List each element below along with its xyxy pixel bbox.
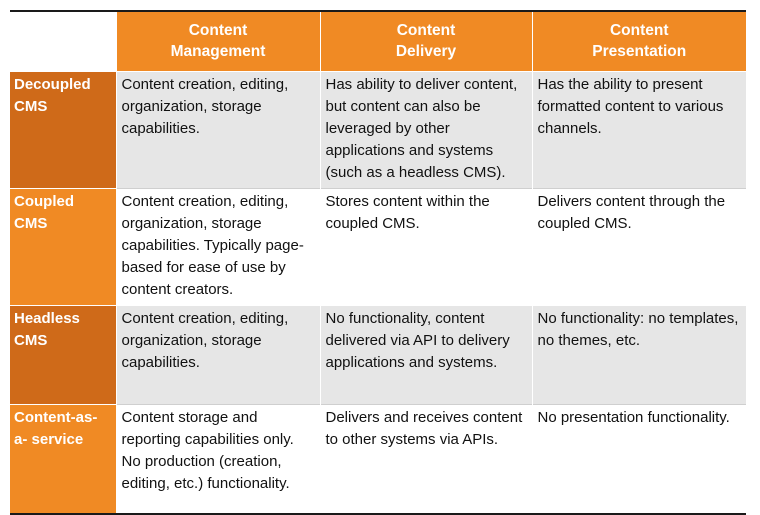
cell-presentation: Has the ability to present formatted con… <box>532 70 746 188</box>
column-header-line: Content <box>396 22 456 40</box>
column-header-line: Presentation <box>592 43 687 61</box>
cell-presentation: Delivers content through the coupled CMS… <box>532 187 746 305</box>
cell-management: Content creation, editing, organization,… <box>116 304 321 404</box>
column-header-line: Management <box>170 43 266 61</box>
table-row-decoupled-cms: Decoupled CMS Content creation, editing,… <box>10 70 746 188</box>
cms-comparison-table-container: Content Management Content Delivery Cont… <box>10 10 746 515</box>
row-header-line: Content-as- <box>14 408 98 426</box>
table-row-coupled-cms: Coupled CMS Content creation, editing, o… <box>10 187 746 305</box>
row-header-line: CMS <box>14 331 48 349</box>
column-header-management: Content Management <box>116 10 321 71</box>
row-header-line: Decoupled <box>14 75 91 93</box>
row-header-line: a- service <box>14 430 84 448</box>
row-header-line: Headless <box>14 309 80 327</box>
column-header-line: Content <box>609 22 669 40</box>
column-header-delivery: Content Delivery <box>320 10 533 71</box>
cell-management: Content storage and reporting capabiliti… <box>116 403 321 515</box>
cell-management: Content creation, editing, organization,… <box>116 187 321 305</box>
cell-presentation: No presentation functionality. <box>532 403 746 515</box>
column-header-line: Content <box>188 22 248 40</box>
row-header-line: CMS <box>14 214 48 232</box>
table-row-headless-cms: Headless CMS Content creation, editing, … <box>10 304 746 404</box>
cell-delivery: No functionality, content delivered via … <box>320 304 533 404</box>
row-header-coupled-cms: Coupled CMS <box>10 187 117 305</box>
cell-delivery: Has ability to deliver content, but cont… <box>320 70 533 188</box>
column-header-line: Delivery <box>395 43 457 61</box>
cell-management: Content creation, editing, organization,… <box>116 70 321 188</box>
cell-delivery: Stores content within the coupled CMS. <box>320 187 533 305</box>
row-header-content-as-a-service: Content-as- a- service <box>10 403 117 515</box>
cell-presentation: No functionality: no templates, no theme… <box>532 304 746 404</box>
row-header-line: Coupled <box>14 192 74 210</box>
table-row-content-as-a-service: Content-as- a- service Content storage a… <box>10 403 746 515</box>
cms-comparison-table: Content Management Content Delivery Cont… <box>10 10 746 515</box>
corner-cell <box>10 10 117 71</box>
row-header-headless-cms: Headless CMS <box>10 304 117 404</box>
column-header-presentation: Content Presentation <box>532 10 746 71</box>
cell-delivery: Delivers and receives content to other s… <box>320 403 533 515</box>
row-header-decoupled-cms: Decoupled CMS <box>10 70 117 188</box>
row-header-line: CMS <box>14 97 48 115</box>
table-header-row: Content Management Content Delivery Cont… <box>10 10 746 71</box>
